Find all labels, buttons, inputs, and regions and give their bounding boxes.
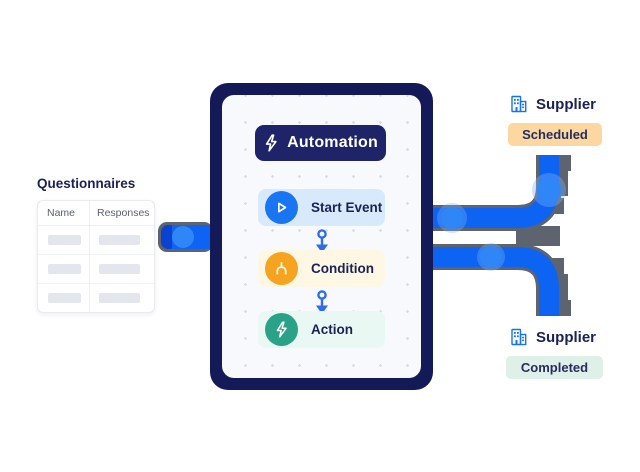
step-action: Action <box>258 311 385 348</box>
step-label: Condition <box>311 261 374 276</box>
table-row <box>38 255 154 284</box>
questionnaires-table: Name Responses <box>37 200 155 313</box>
column-header-responses: Responses <box>97 207 150 219</box>
status-badge-completed: Completed <box>506 356 603 379</box>
questionnaires-title: Questionnaires <box>37 176 136 191</box>
automation-panel: Automation Start Event <box>210 83 433 390</box>
step-label: Start Event <box>311 200 383 215</box>
automation-title: Automation <box>287 134 378 151</box>
placeholder-bar <box>99 293 140 303</box>
placeholder-bar <box>99 264 140 274</box>
placeholder-bar <box>99 235 140 245</box>
pipe-to-completed <box>428 247 559 316</box>
pipe-shadow-blocks <box>516 155 571 316</box>
table-header-row: Name Responses <box>38 201 154 226</box>
play-icon <box>265 191 298 224</box>
branch-icon <box>265 252 298 285</box>
status-badge-scheduled: Scheduled <box>508 123 602 146</box>
flow-arrow <box>311 290 333 314</box>
building-icon <box>511 95 527 113</box>
table-row <box>38 284 154 312</box>
column-header-name: Name <box>38 201 90 225</box>
placeholder-bar <box>48 293 81 303</box>
supplier-label: Supplier <box>536 95 597 113</box>
placeholder-bar <box>48 235 81 245</box>
flow-arrow <box>311 229 333 253</box>
pipe-to-scheduled <box>428 155 559 228</box>
bolt-icon <box>265 313 298 346</box>
table-row <box>38 226 154 255</box>
supplier-label: Supplier <box>536 328 597 346</box>
automation-badge: Automation <box>255 125 386 161</box>
building-icon <box>511 328 527 346</box>
step-start-event: Start Event <box>258 189 385 226</box>
step-label: Action <box>311 322 353 337</box>
supplier-completed: Supplier Completed <box>505 326 605 379</box>
automation-canvas: Automation Start Event <box>222 95 421 378</box>
supplier-scheduled: Supplier Scheduled <box>505 93 605 146</box>
pipe-from-table <box>161 225 213 249</box>
placeholder-bar <box>48 264 81 274</box>
step-condition: Condition <box>258 250 385 287</box>
bolt-icon <box>265 134 277 152</box>
